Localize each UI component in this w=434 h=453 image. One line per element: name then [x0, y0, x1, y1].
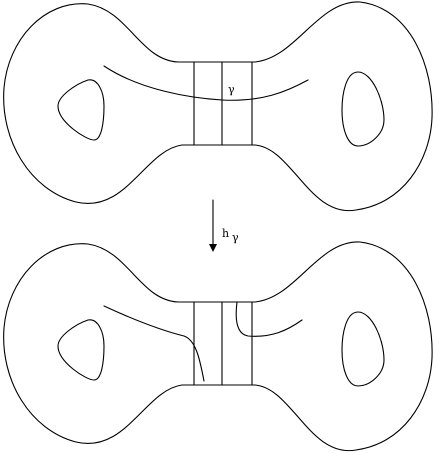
- right-hole-bottom: [342, 312, 384, 386]
- left-hole-top: [58, 80, 104, 140]
- meridian-curve-top: [104, 66, 308, 100]
- map-label-h: h: [222, 227, 229, 240]
- left-hole-bottom: [58, 320, 104, 380]
- map-arrow-group: h γ: [213, 200, 239, 248]
- surface-top: γ: [4, 2, 432, 211]
- twisted-curve-left-part: [104, 306, 204, 381]
- twisted-curve-right-part: [236, 302, 302, 336]
- surface-top-outline: [4, 2, 432, 211]
- map-label-subscript: γ: [232, 231, 239, 244]
- surface-bottom-outline: [4, 242, 432, 451]
- surface-bottom: [4, 242, 432, 451]
- gamma-label-top: γ: [228, 83, 235, 96]
- right-hole-top: [342, 72, 384, 146]
